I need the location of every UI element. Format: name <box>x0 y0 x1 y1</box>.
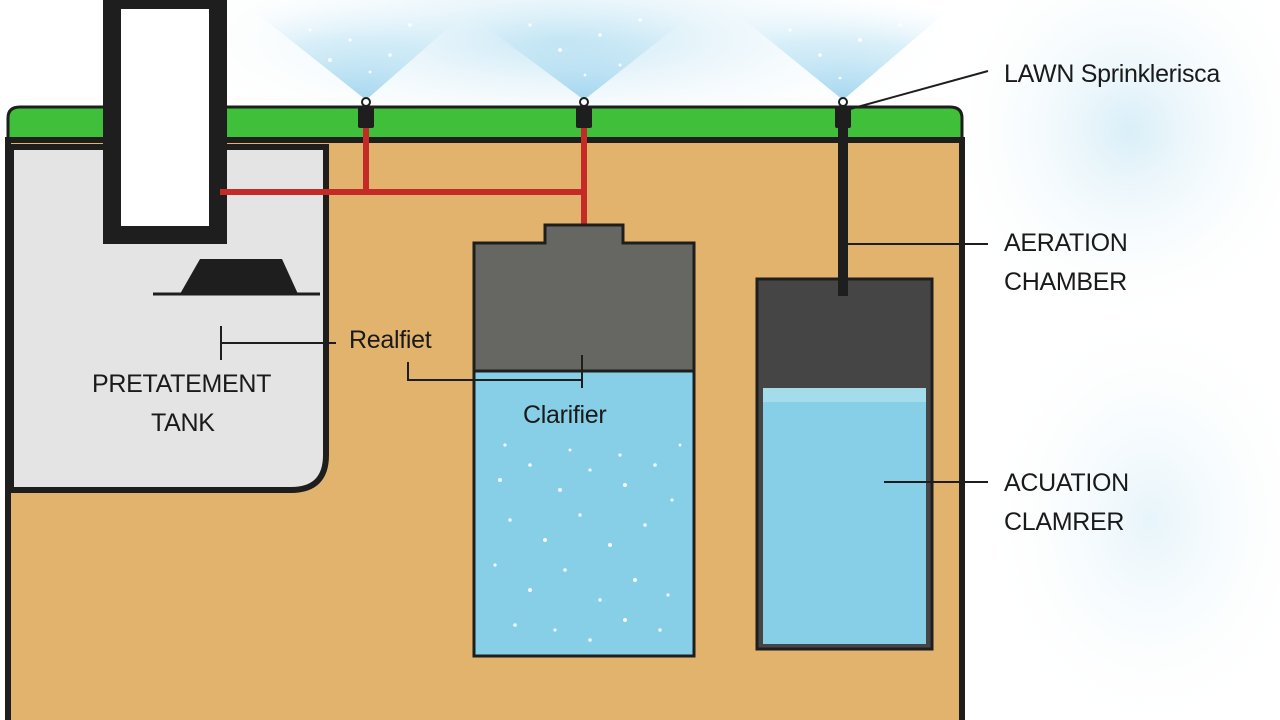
inlet-pipe <box>103 0 227 244</box>
actuation-chamber-label-line-2: CLAMRER <box>1004 508 1125 536</box>
sprinkler-spray <box>240 0 960 100</box>
leader-lines <box>220 70 989 483</box>
realfiet-label: Realfiet <box>349 326 432 354</box>
baffle <box>153 259 320 296</box>
pretreatment-tank-label-line-1: PRETATEMENT <box>92 370 272 398</box>
lawn-sprinklers-label: LAWN Sprinklerisca <box>1004 60 1220 88</box>
actuation-chamber-label-line-1: ACUATION <box>1004 469 1129 497</box>
grass-strip <box>6 105 964 142</box>
aeration-chamber-label-line-2: CHAMBER <box>1004 268 1127 296</box>
aeration-chamber <box>755 277 934 651</box>
clarifier-label: Clarifier <box>523 401 607 429</box>
pretreatment-tank-label-line-2: TANK <box>151 409 215 437</box>
clarifier-tank <box>472 223 696 658</box>
pretreatment-tank <box>8 144 329 493</box>
distribution-pipes <box>220 122 587 225</box>
aeration-chamber-label-line-1: AERATION <box>1004 229 1128 257</box>
aeration-pipe <box>838 120 848 296</box>
